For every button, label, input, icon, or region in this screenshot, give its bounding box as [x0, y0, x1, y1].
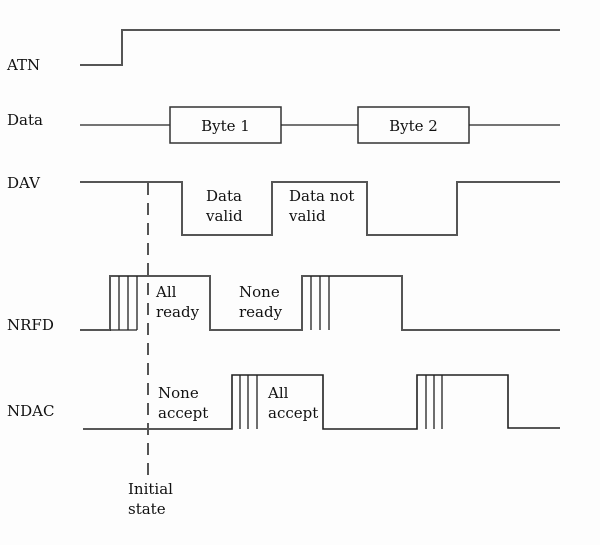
- dav-valid-line1: Data: [206, 187, 242, 205]
- nrfd-transition-region-1: [110, 276, 138, 331]
- initial-state-line1: Initial: [128, 480, 173, 498]
- signal-label-dav: DAV: [7, 174, 41, 192]
- ndac-transition-region-1: [239, 375, 258, 429]
- ndac-none-accept-line2: accept: [158, 404, 208, 422]
- signal-label-atn: ATN: [6, 56, 40, 74]
- dav-valid-line2: valid: [205, 207, 243, 225]
- ndac-waveform: [83, 374, 560, 430]
- signal-label-nrfd: NRFD: [7, 316, 54, 334]
- nrfd-all-ready-line1: All: [155, 283, 177, 301]
- data-byte-2-label: Byte 2: [389, 117, 438, 135]
- nrfd-waveform: [80, 275, 560, 331]
- dav-not-valid-line1: Data not: [289, 187, 354, 205]
- atn-waveform: [80, 29, 560, 66]
- signal-label-data: Data: [7, 111, 43, 129]
- data-byte-1-label: Byte 1: [201, 117, 250, 135]
- data-byte-2-box: [357, 106, 470, 144]
- ndac-transition-region-2: [425, 375, 443, 429]
- signal-label-ndac: NDAC: [7, 402, 54, 420]
- nrfd-all-ready-line2: ready: [156, 303, 200, 321]
- nrfd-transition-region-2: [310, 276, 330, 330]
- initial-state-line2: state: [128, 500, 166, 518]
- dav-waveform: [80, 181, 560, 236]
- nrfd-none-ready-line1: None: [239, 283, 280, 301]
- ndac-none-accept-line1: None: [158, 384, 199, 402]
- ndac-all-accept-line1: All: [267, 384, 289, 402]
- nrfd-none-ready-line2: ready: [239, 303, 283, 321]
- dav-not-valid-line2: valid: [288, 207, 326, 225]
- ndac-all-accept-line2: accept: [268, 404, 318, 422]
